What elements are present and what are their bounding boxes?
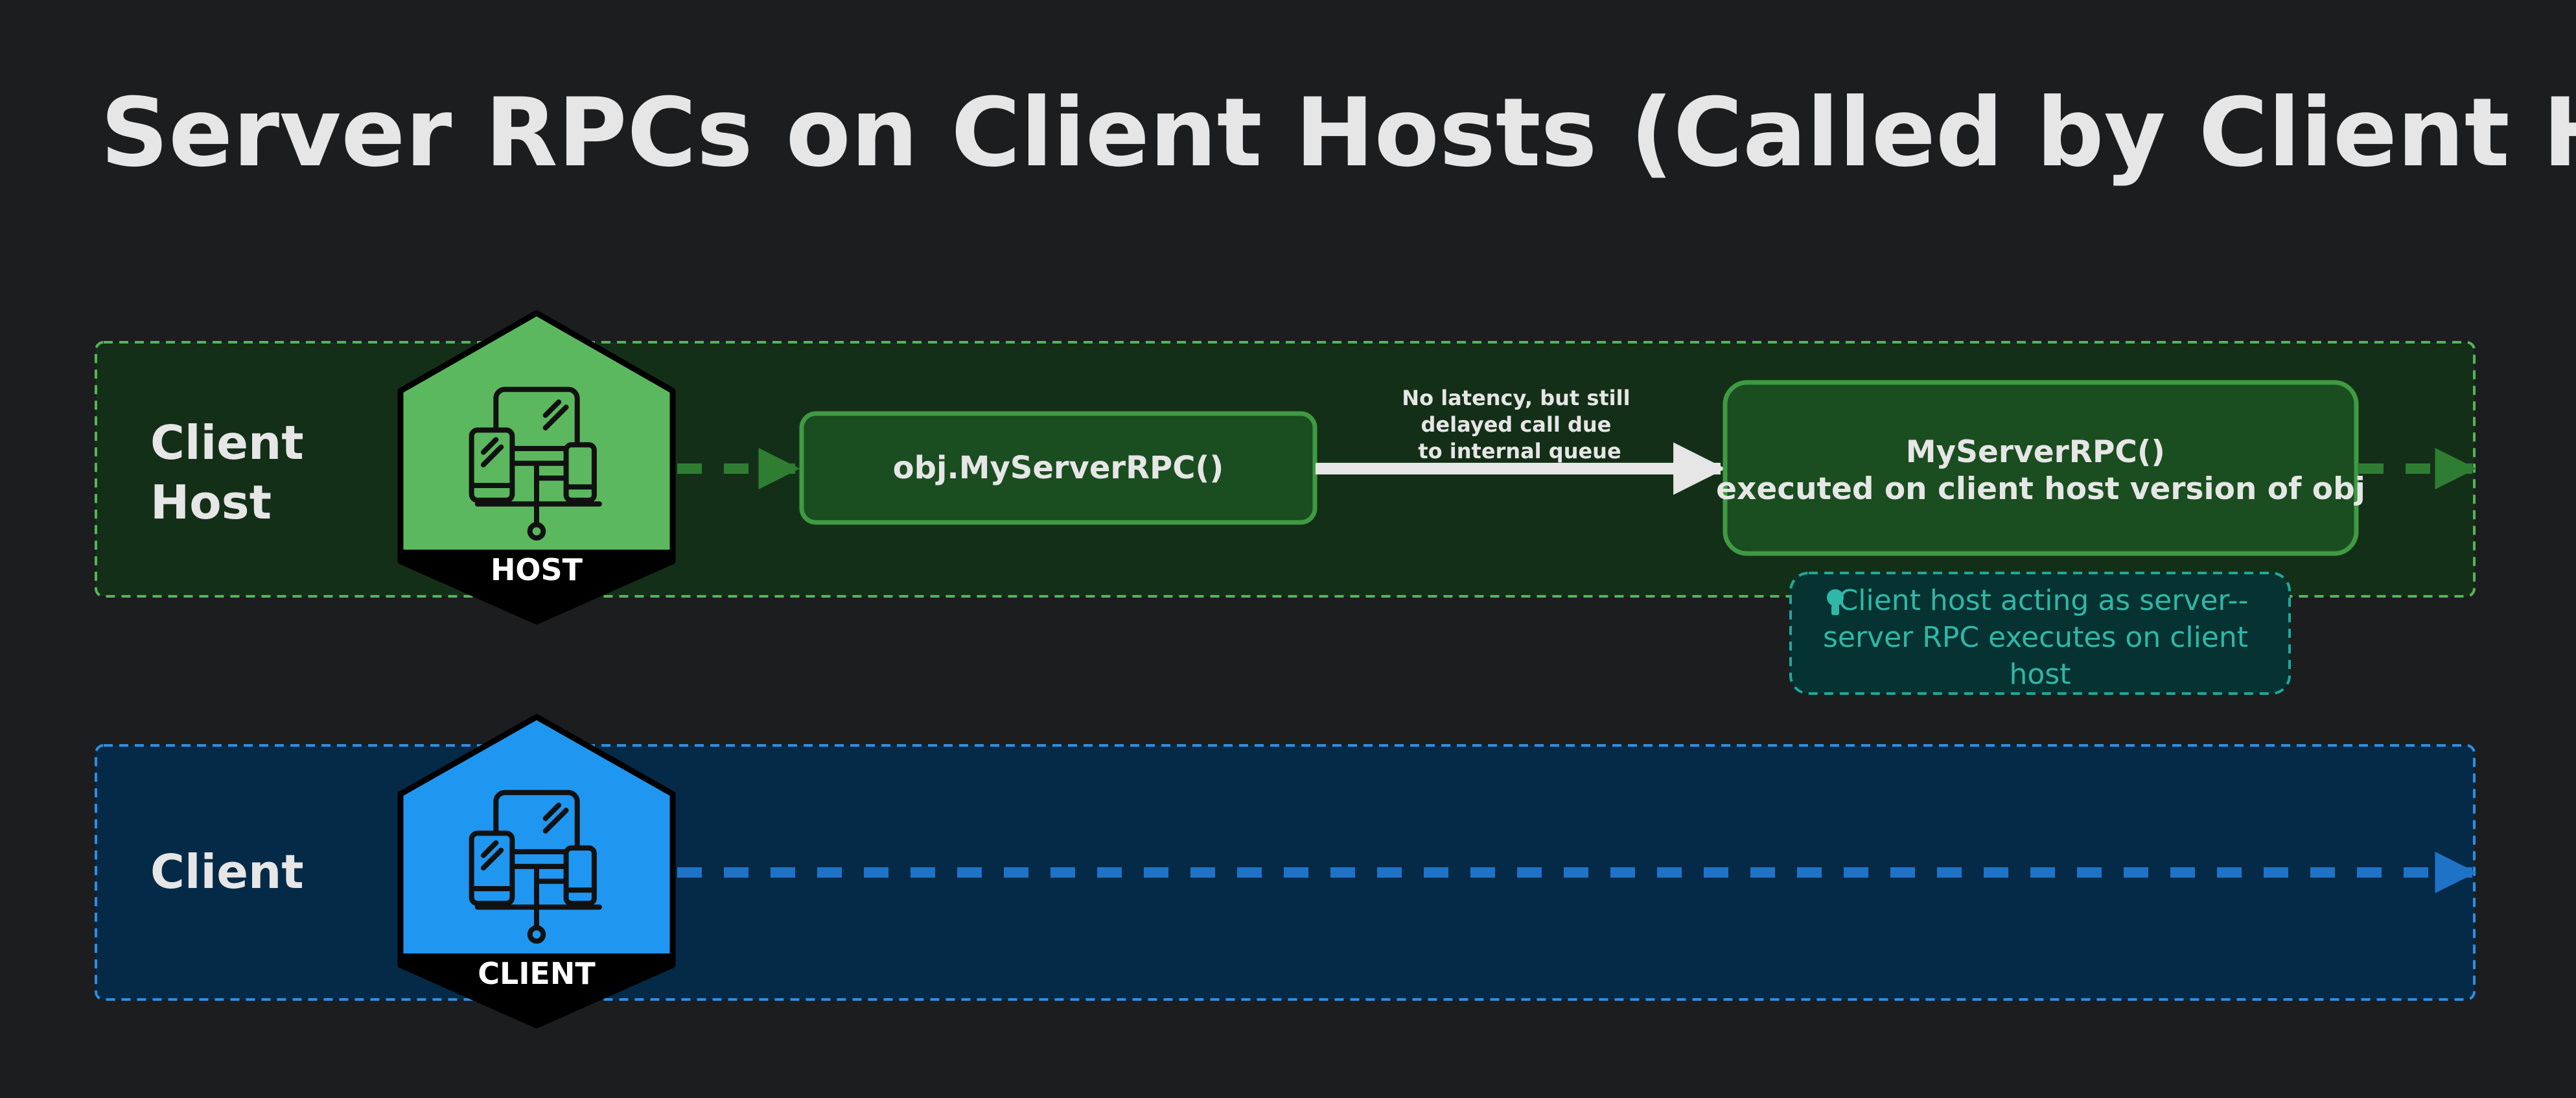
note-text: Client host acting as server-- server RP…	[1823, 584, 2257, 691]
node-executed-label: MyServerRPC() executed on client host ve…	[1716, 434, 2365, 507]
client-badge: CLIENT	[397, 714, 676, 1029]
host-badge: HOST	[397, 310, 676, 625]
host-badge-label: HOST	[491, 552, 583, 587]
devices-icon	[469, 386, 602, 541]
client-badge-footer	[400, 953, 673, 1025]
client-badge-label: CLIENT	[478, 956, 596, 991]
node-executed: MyServerRPC() executed on client host ve…	[1716, 380, 2365, 556]
lane-client-label: Client	[150, 845, 304, 899]
devices-icon	[469, 789, 602, 944]
lightbulb-icon	[1827, 589, 1844, 615]
edge-label: No latency, but still delayed call due t…	[1402, 386, 1637, 463]
node-call-box	[799, 411, 1317, 525]
note-callout: Client host acting as server-- server RP…	[1789, 572, 2291, 695]
node-call: obj.MyServerRPC()	[799, 411, 1317, 525]
node-executed-box	[1723, 380, 2359, 556]
host-badge-footer	[400, 550, 673, 622]
lane-client-host-label: Client Host	[150, 415, 320, 530]
page-title: Server RPCs on Client Hosts (Called by C…	[100, 78, 2576, 188]
note-box	[1789, 572, 2291, 695]
node-call-label: obj.MyServerRPC()	[893, 450, 1224, 486]
